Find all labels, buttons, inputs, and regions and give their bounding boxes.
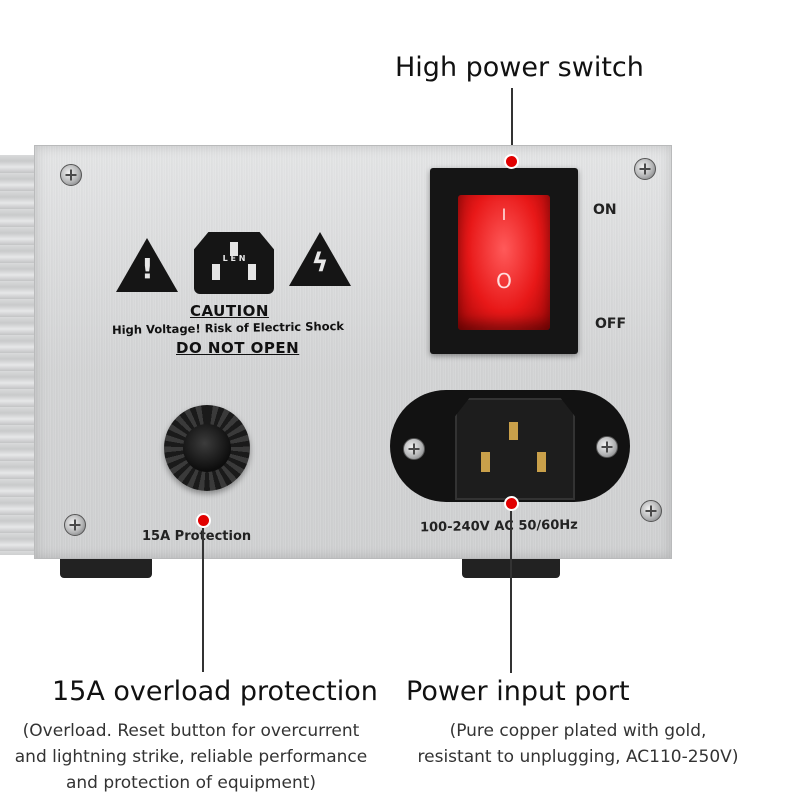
socket-pin-live	[481, 452, 490, 472]
protection-label: 15A Protection	[142, 529, 252, 544]
overload-desc-line: and protection of equipment)	[65, 773, 317, 793]
power-input-socket[interactable]	[455, 398, 575, 500]
power-rocker-switch[interactable]: I O	[458, 195, 550, 330]
plug-letters: L E N	[222, 254, 246, 263]
screw-icon	[640, 500, 662, 522]
voltage-label: 100-240V AC 50/60Hz	[419, 517, 578, 536]
input-port-title: Power input port	[406, 676, 630, 707]
screw-icon	[403, 438, 425, 460]
do-not-open-label: DO NOT OPEN	[176, 339, 300, 357]
screw-icon	[634, 158, 656, 180]
input-port-desc-line: (Pure copper plated with gold,	[449, 721, 707, 741]
reset-button[interactable]	[183, 424, 231, 472]
power-switch-leader-line	[511, 88, 513, 160]
switch-on-mark: I	[501, 205, 507, 224]
switch-off-label: OFF	[595, 316, 627, 332]
screw-icon	[596, 436, 618, 458]
power-switch-title: High power switch	[395, 52, 644, 83]
screw-icon	[60, 164, 82, 186]
caution-title: CAUTION	[190, 302, 269, 320]
input-port-leader-line	[510, 511, 512, 673]
exclamation-warning-icon: !	[116, 238, 178, 292]
lightning-warning-icon: ϟ	[289, 232, 351, 286]
switch-off-mark: O	[496, 269, 512, 293]
screw-icon	[64, 514, 86, 536]
input-port-desc-line: resistant to unplugging, AC110-250V)	[417, 747, 739, 767]
socket-pin-neutral	[537, 452, 546, 472]
overload-title: 15A overload protection	[52, 676, 378, 707]
socket-pin-earth	[509, 422, 518, 440]
switch-on-label: ON	[593, 202, 617, 218]
overload-marker-dot	[196, 513, 211, 528]
overload-leader-line	[202, 528, 204, 672]
power-switch-marker-dot	[504, 154, 519, 169]
overload-desc-line: and lightning strike, reliable performan…	[14, 747, 368, 767]
plug-outlet-icon: L E N	[194, 232, 274, 294]
input-port-description: (Pure copper plated with gold, resistant…	[400, 718, 756, 770]
overload-desc-line: (Overload. Reset button for overcurrent	[22, 721, 360, 741]
input-port-marker-dot	[504, 496, 519, 511]
overload-description: (Overload. Reset button for overcurrent …	[0, 718, 382, 796]
